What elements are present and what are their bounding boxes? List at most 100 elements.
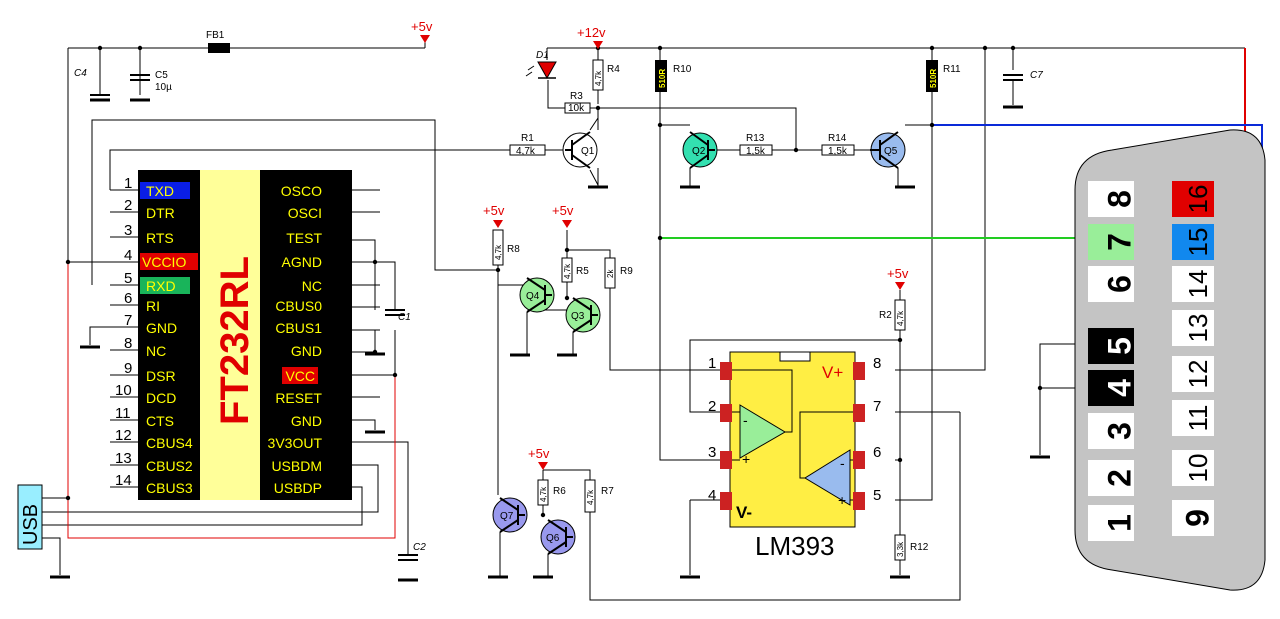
ft-pin-4-num: 4 xyxy=(124,247,132,264)
vga-pin-12: 12 xyxy=(1183,360,1213,389)
vga-pin-16: 16 xyxy=(1183,185,1213,214)
r11-label: R11 xyxy=(943,64,961,75)
vccio-highlight xyxy=(140,253,198,270)
r9-value: 2k xyxy=(606,269,615,278)
r1-value: 4,7k xyxy=(516,146,536,157)
vga-pin-9: 9 xyxy=(1179,509,1215,527)
r11-value: 510R xyxy=(929,69,938,88)
ft-pin-21-num: 21 xyxy=(332,339,349,356)
resistors xyxy=(492,59,906,561)
ft-pin-27-num: 27 xyxy=(332,204,349,221)
fb1-ferrite xyxy=(208,43,230,53)
supply-5v-label-1: +5v xyxy=(411,19,433,34)
ft-pin-28-num: 28 xyxy=(332,182,349,199)
ft-pin-22-name: CBUS1 xyxy=(275,320,322,336)
ft-pin-26-num: 26 xyxy=(332,227,349,244)
ft-pin-1-name: TXD xyxy=(146,183,174,199)
txd-highlight xyxy=(140,182,190,199)
transistor-q3: Q3 xyxy=(565,297,601,333)
r8-value: 4,7k xyxy=(494,244,503,260)
ft-pin-12-name: CBUS4 xyxy=(146,435,193,451)
ft-pin-27-name: OSCI xyxy=(288,205,322,221)
ft-pin-12-num: 12 xyxy=(115,427,132,444)
vga-pin-10: 10 xyxy=(1183,454,1213,483)
ft-pin-4-name: VCCIO xyxy=(142,254,186,270)
supply-5v-label-4: +5v xyxy=(887,266,909,281)
ft-pin-9-name: DSR xyxy=(146,368,176,384)
ft-pin-16-name: USBDM xyxy=(271,458,322,474)
vcc-highlight xyxy=(282,367,318,384)
ft-pin-23-name: CBUS0 xyxy=(275,298,322,314)
ft-pin-25-name: AGND xyxy=(282,254,322,270)
ft-pin-7-name: GND xyxy=(146,320,177,336)
transistor-q4: Q4 xyxy=(519,277,555,313)
svg-text:Q4: Q4 xyxy=(526,291,540,302)
ft-pin-10-name: DCD xyxy=(146,390,176,406)
ft232-name: FT232RL xyxy=(213,256,257,425)
ft-pin-16-num: 16 xyxy=(332,452,349,469)
ft-pin-11-name: CTS xyxy=(146,413,174,429)
power-arrows xyxy=(420,35,905,470)
r12-value: 3,3k xyxy=(896,541,905,557)
ft-pin-22-num: 22 xyxy=(332,317,349,334)
vga-connector: 8 7 6 5 4 3 2 1 16 15 14 13 12 11 10 9 xyxy=(1074,129,1266,591)
ft-pin-10-num: 10 xyxy=(115,382,132,399)
r14-value: 1,5k xyxy=(828,146,848,157)
svg-text:Q1: Q1 xyxy=(581,146,595,157)
ft-pin-5-name: RXD xyxy=(146,278,176,294)
led-d1-icon xyxy=(537,61,557,80)
ft-pin-2-num: 2 xyxy=(124,197,132,214)
ft-pin-26-name: TEST xyxy=(286,230,322,246)
lm-pin-1: 1 xyxy=(708,355,716,372)
comp1-plus: + xyxy=(742,451,750,467)
r9-label: R9 xyxy=(620,266,633,277)
vga-pin-11: 11 xyxy=(1183,405,1213,432)
comp2-plus: + xyxy=(838,492,846,508)
r11-body xyxy=(926,60,938,92)
r4-value: 4,7k xyxy=(594,70,603,86)
ft-pin-24-num: 24 xyxy=(332,272,349,289)
ft-pin-18-name: GND xyxy=(291,413,322,429)
ft-pin-6-num: 6 xyxy=(124,290,132,307)
supply-12v-label: +12v xyxy=(577,25,606,40)
ft-pin-24-name: NC xyxy=(302,278,322,294)
r2-value: 4,7k xyxy=(896,310,905,326)
ft-pin-25-num: 25 xyxy=(332,249,349,266)
r4-label: R4 xyxy=(607,64,620,75)
ground-symbols xyxy=(50,98,1050,582)
d1-label: D1 xyxy=(536,50,549,61)
r1-label: R1 xyxy=(521,133,534,144)
rxd-highlight xyxy=(140,277,190,294)
ft-pin-17-name: 3V3OUT xyxy=(268,435,323,451)
ft-pin-20-name: VCC xyxy=(285,368,315,384)
r3-label: R3 xyxy=(570,91,583,102)
ft-pin-18-num: 18 xyxy=(332,407,349,424)
ft-pin-19-name: RESET xyxy=(275,390,322,406)
r6-label: R6 xyxy=(553,486,566,497)
red-vcc-wire xyxy=(67,262,396,539)
ft-pin-23-num: 23 xyxy=(332,294,349,311)
vga-pin-3: 3 xyxy=(1101,422,1137,440)
r13-value: 1,5k xyxy=(746,146,766,157)
ft-pin-13-num: 13 xyxy=(115,450,132,467)
ft-pin-5-num: 5 xyxy=(124,270,132,287)
r10-label: R10 xyxy=(673,64,692,75)
vga-pin-13: 13 xyxy=(1183,314,1213,343)
ft-pin-14-name: CBUS3 xyxy=(146,480,193,496)
r10-body xyxy=(655,60,667,92)
ft-pin-9-num: 9 xyxy=(124,360,132,377)
r7-label: R7 xyxy=(601,486,614,497)
ft-pin-20-num: 20 xyxy=(332,362,349,379)
usb-connector: USB xyxy=(17,484,43,550)
r6-value: 4,7k xyxy=(539,486,548,502)
c4-label: C4 xyxy=(74,68,87,79)
lm-pin-7: 7 xyxy=(873,398,881,415)
transistor-q1: Q1 xyxy=(562,131,598,169)
c5-label: C5 xyxy=(155,70,168,81)
lm-pin-3: 3 xyxy=(708,444,716,461)
ft-pin-11-num: 11 xyxy=(115,405,131,422)
vga-pin-1: 1 xyxy=(1101,514,1137,532)
lm-pin-2: 2 xyxy=(708,398,716,415)
ft-pin-13-name: CBUS2 xyxy=(146,458,193,474)
lm-pin-5: 5 xyxy=(873,487,881,504)
